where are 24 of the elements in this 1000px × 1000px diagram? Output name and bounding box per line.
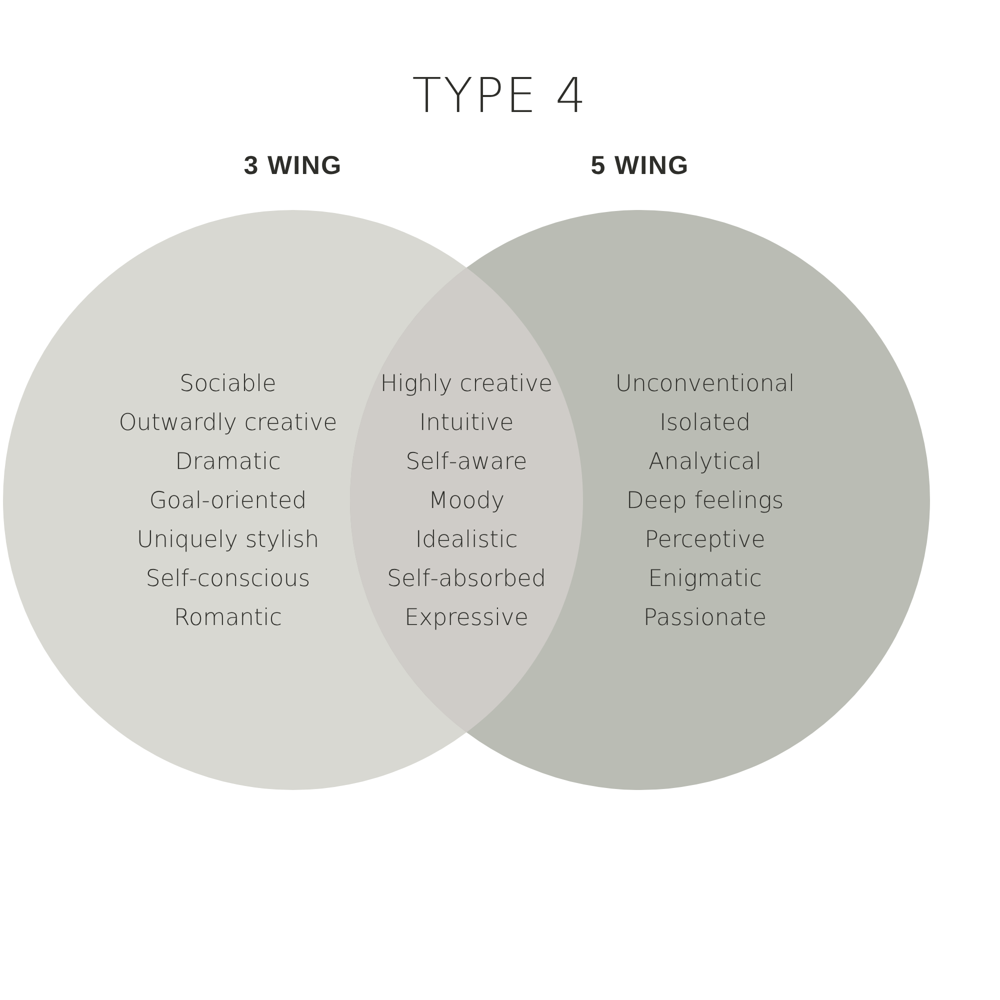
trait-text: Highly creative <box>380 370 553 399</box>
trait-text: Sociable <box>180 370 276 399</box>
trait-text: Isolated <box>659 409 751 438</box>
trait-text: Intuitive <box>419 409 514 438</box>
circle-heading: 5 WING <box>590 150 690 181</box>
trait-text: Enigmatic <box>648 565 762 594</box>
trait-text: Dramatic <box>175 448 281 477</box>
trait-text: Goal-oriented <box>149 487 307 516</box>
trait-text: Self-conscious <box>146 565 310 594</box>
trait-text: Romantic <box>174 604 282 633</box>
circle-heading: 3 WING <box>244 150 342 181</box>
trait-text: Deep feelings <box>626 487 784 516</box>
trait-text: Uniquely stylish <box>136 526 320 555</box>
trait-text: Moody <box>428 487 505 516</box>
trait-text: Unconventional <box>615 370 795 399</box>
trait-text: Self-aware <box>406 448 528 477</box>
trait-text: Passionate <box>643 604 767 633</box>
trait-text: Self-absorbed <box>386 565 546 594</box>
trait-text: Idealistic <box>415 526 518 555</box>
trait-text: Expressive <box>404 604 528 633</box>
trait-text: Perceptive <box>644 526 766 555</box>
title: TYPE 4 <box>412 68 588 124</box>
trait-text: Analytical <box>648 448 762 477</box>
trait-text: Outwardly creative <box>118 409 338 438</box>
